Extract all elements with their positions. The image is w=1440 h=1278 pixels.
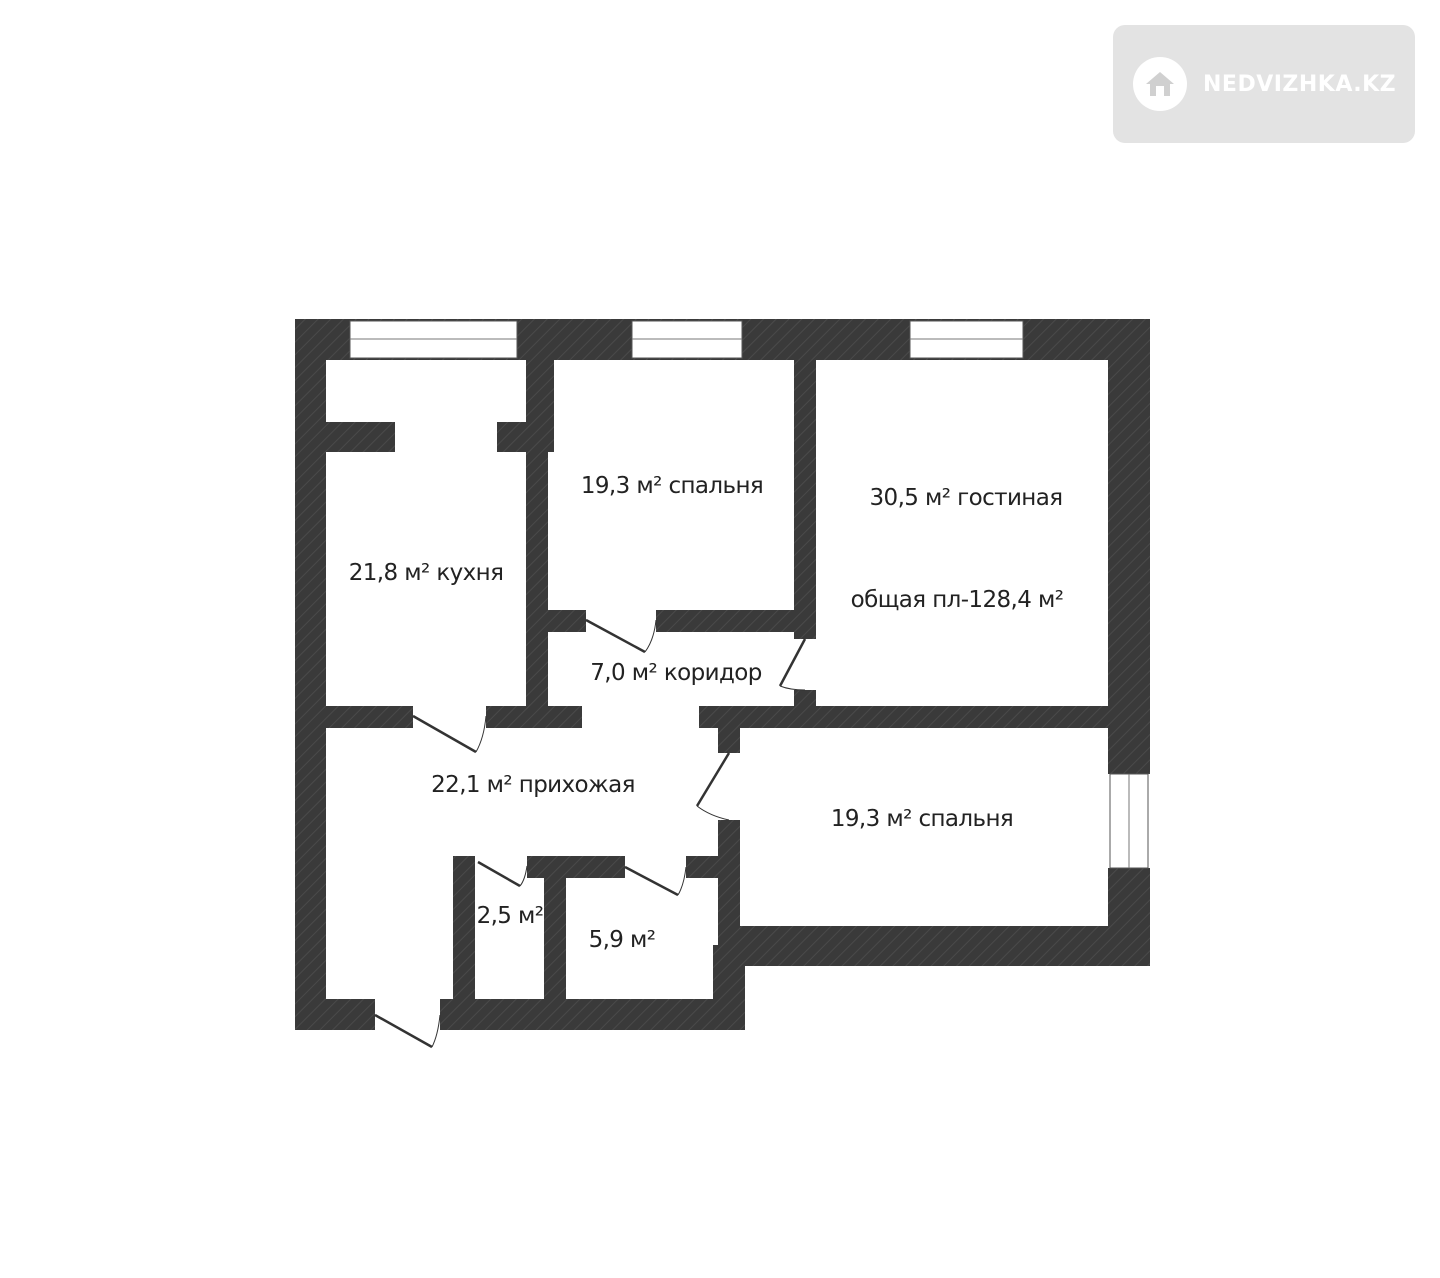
room-area: 2,5 м²: [476, 903, 544, 929]
room-label-living: 30,5 м² гостиная: [869, 485, 1064, 511]
room-name: прихожая: [518, 772, 636, 798]
room-area: 22,1 м²: [431, 772, 513, 798]
room-label-small-2: 5,9 м²: [589, 927, 656, 953]
room-area: 30,5 м²: [869, 485, 952, 511]
room-name: гостиная: [957, 485, 1063, 511]
doors: [374, 618, 807, 1049]
room-area: 19,3 м²: [580, 473, 663, 499]
room-area: 19,3 м²: [830, 806, 913, 832]
room-label-kitchen: 21,8 м² кухня: [349, 560, 504, 586]
walls: [295, 319, 1150, 1030]
windows: [349, 320, 1149, 869]
room-name: кухня: [436, 560, 504, 586]
room-label-hall: 22,1 м² прихожая: [431, 772, 635, 798]
room-area: 7,0 м²: [590, 660, 658, 686]
total-area: общая пл-128,4 м²: [850, 587, 1064, 613]
room-label-small-1: 2,5 м²: [477, 903, 544, 929]
room-label-bedroom-top: 19,3 м² спальня: [580, 473, 764, 499]
room-label-corridor: 7,0 м² коридор: [590, 660, 762, 686]
house-icon: [1133, 57, 1187, 111]
room-name: спальня: [918, 806, 1014, 832]
room-area: 21,8 м²: [348, 560, 431, 586]
room-name: спальня: [668, 473, 764, 499]
watermark-text: NEDVIZHKA.KZ: [1203, 71, 1397, 97]
room-area: 5,9 м²: [588, 927, 656, 953]
watermark-logo: NEDVIZHKA.KZ: [1113, 25, 1415, 143]
room-name: коридор: [663, 660, 762, 686]
room-label-bedroom-bottom: 19,3 м² спальня: [830, 806, 1014, 832]
